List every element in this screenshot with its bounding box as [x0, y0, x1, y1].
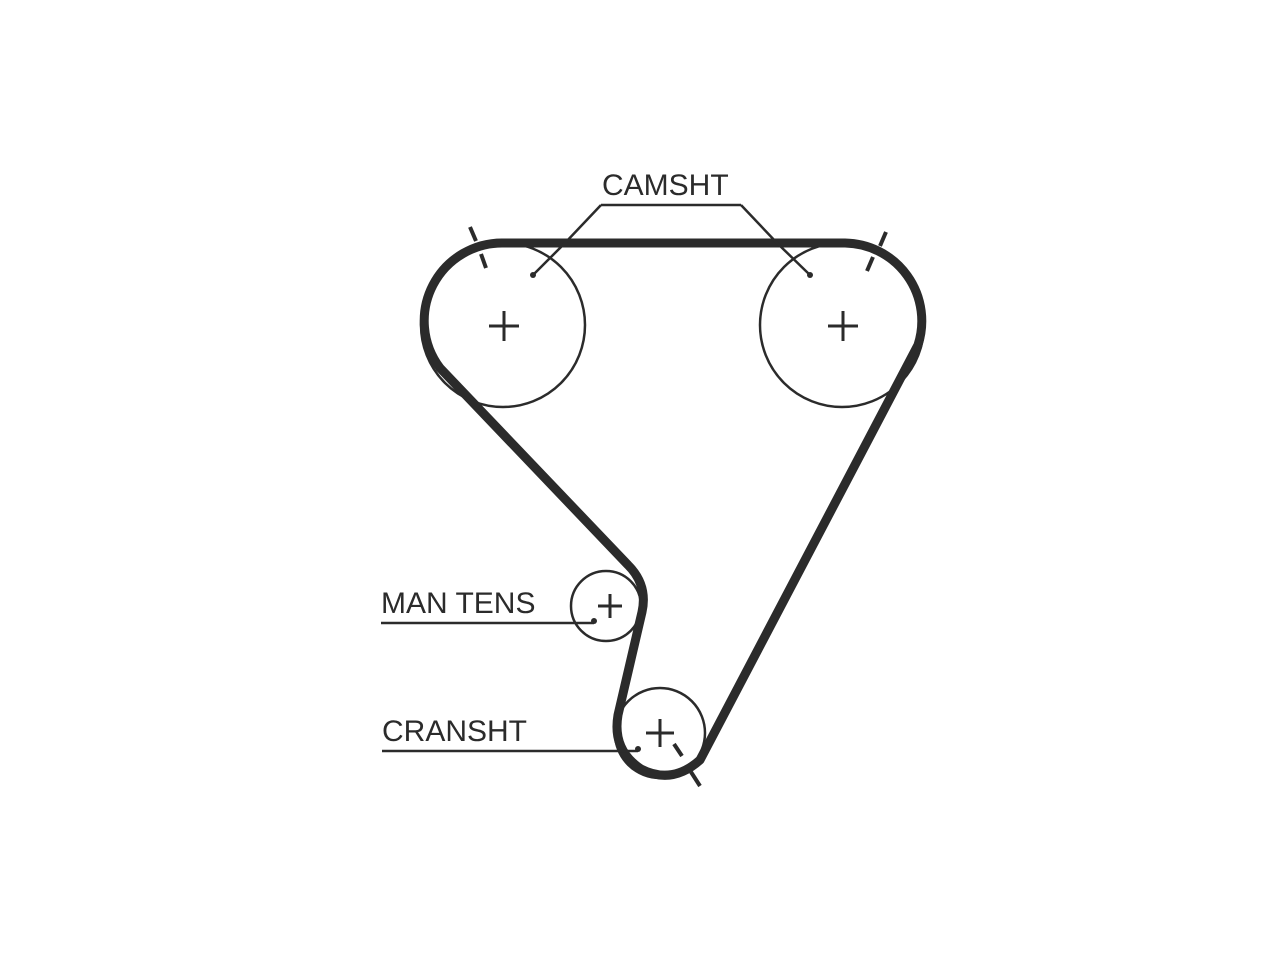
- timing-mark-cam-right: [865, 231, 888, 272]
- camshaft-label: CAMSHT: [602, 169, 729, 202]
- timing-belt: [419, 238, 927, 780]
- tensioner-leader-dot: [591, 618, 597, 624]
- camshaft-leader-dot-left: [530, 272, 536, 278]
- crankshaft-leader-dot: [635, 746, 641, 752]
- camshaft-leader-dot-right: [807, 272, 813, 278]
- timing-mark-crankshaft: [672, 742, 702, 788]
- center-mark-cam-right: [828, 311, 858, 341]
- camshaft-leader-right: [740, 204, 811, 276]
- tensioner-label: MAN TENS: [381, 587, 535, 620]
- timing-mark-cam-left: [468, 226, 488, 269]
- center-mark-crankshaft: [646, 719, 674, 747]
- center-mark-tensioner: [598, 594, 622, 618]
- center-mark-cam-left: [489, 311, 519, 341]
- crankshaft-label: CRANSHT: [382, 715, 527, 748]
- camshaft-leader-left: [532, 204, 602, 276]
